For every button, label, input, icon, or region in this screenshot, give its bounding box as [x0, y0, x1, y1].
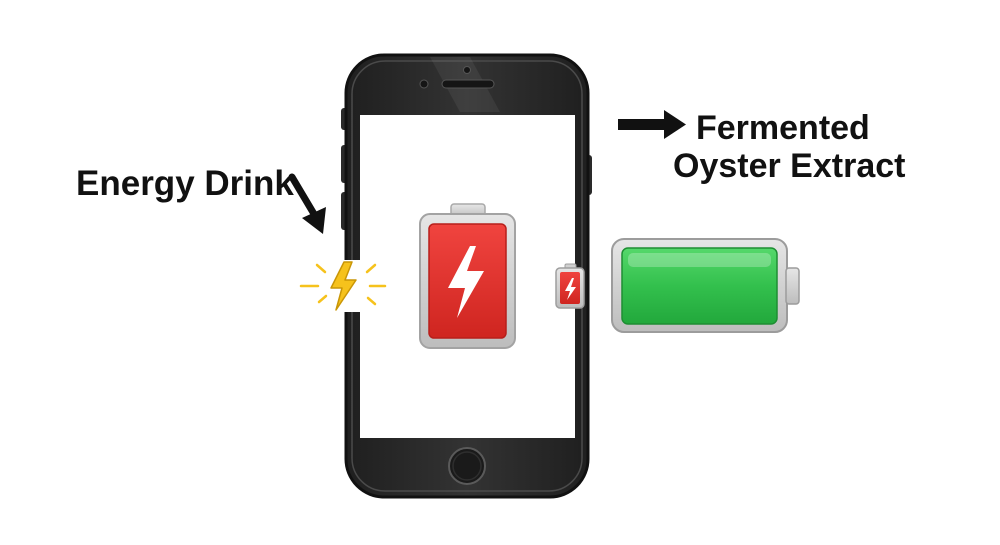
front-camera-icon: [419, 79, 429, 89]
spark-ray: [315, 263, 327, 274]
yellow-lightning-icon: [330, 261, 357, 311]
energy-drink-label: Energy Drink: [76, 164, 294, 203]
home-button: [448, 447, 486, 485]
spark-ray: [365, 263, 377, 274]
front-sensor: [463, 66, 471, 74]
home-button-ring: [452, 451, 482, 481]
arrow-right-icon: [618, 110, 686, 139]
earpiece-speaker: [441, 79, 495, 89]
oyster-extract-label: Oyster Extract: [673, 147, 905, 185]
external-green-battery: [611, 238, 800, 333]
green-battery-fill: [621, 247, 778, 325]
green-battery-shine: [628, 253, 771, 267]
phone-screen-battery: [419, 203, 516, 349]
small-lightning-bolt-icon: [565, 278, 576, 300]
small-side-battery: [555, 263, 585, 309]
energy-spark: [299, 260, 387, 312]
arrow-down-right-icon: [288, 173, 326, 234]
spark-rays: [299, 263, 387, 306]
green-battery-terminal: [785, 267, 800, 305]
spark-ray: [366, 296, 377, 306]
fermented-label: Fermented: [696, 109, 870, 147]
spark-ray: [317, 294, 328, 304]
lightning-bolt-icon: [448, 246, 484, 318]
